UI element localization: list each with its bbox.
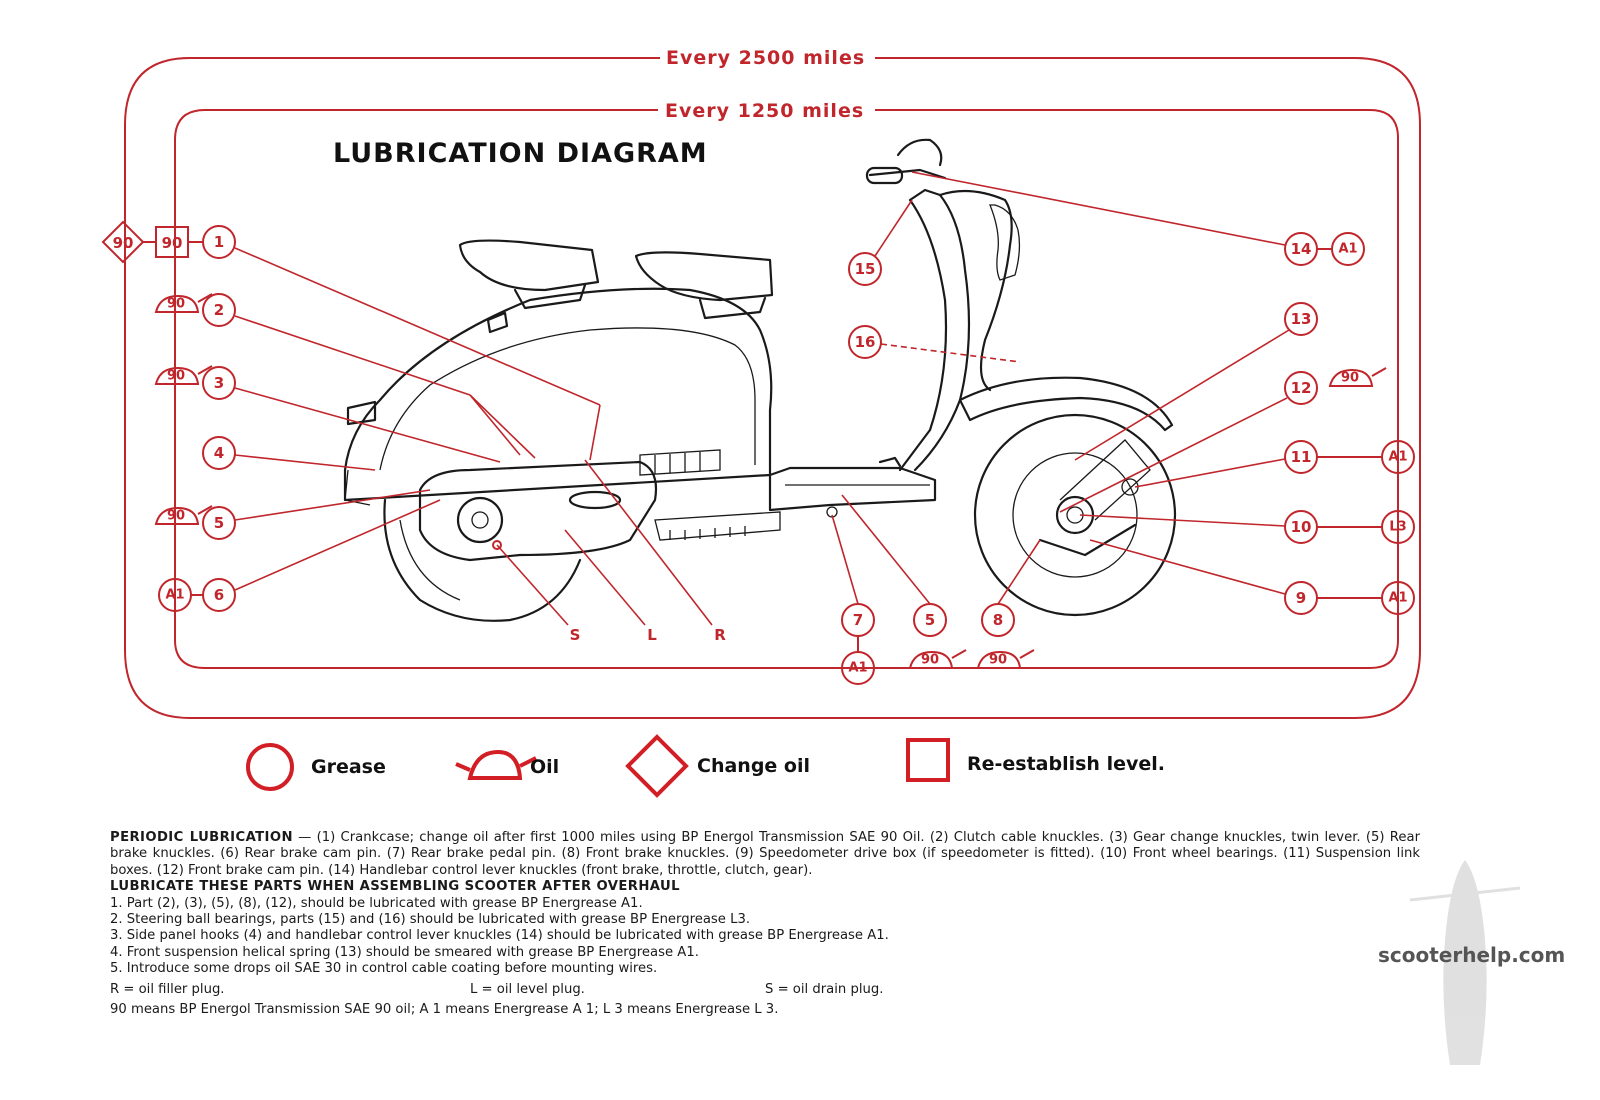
plug-labels: S L R xyxy=(492,459,726,644)
outer-frame xyxy=(124,57,1421,719)
plug-s-label: S xyxy=(570,626,581,644)
svg-text:A1: A1 xyxy=(165,588,184,603)
svg-text:90: 90 xyxy=(162,234,183,252)
svg-text:12: 12 xyxy=(1291,379,1312,397)
svg-text:5: 5 xyxy=(214,514,224,532)
marker-15 xyxy=(848,252,882,286)
svg-text:90: 90 xyxy=(1341,371,1359,386)
scooter-watermark-icon xyxy=(1409,860,1521,1065)
plug-s-note: S = oil drain plug. xyxy=(765,981,884,997)
grease-marker-a1-9 xyxy=(1381,581,1415,615)
svg-text:10: 10 xyxy=(1291,518,1312,536)
svg-text:13: 13 xyxy=(1291,310,1312,328)
grease-marker-a1-11 xyxy=(1381,440,1415,474)
oil-can-icon: 90 xyxy=(154,505,213,525)
legend: Grease Oil Change oil Re-establish level… xyxy=(246,734,1165,798)
bottom-marker-row: 7 5 8 A1 90 90 xyxy=(831,494,1041,685)
oil-can-icon: 90 xyxy=(976,649,1035,669)
inner-frame xyxy=(174,109,1399,669)
assembly-item: 5. Introduce some drops oil SAE 30 in co… xyxy=(110,961,658,977)
grease-marker-a1-bottom xyxy=(841,651,875,685)
assembly-item: 3. Side panel hooks (4) and handlebar co… xyxy=(110,928,889,944)
assembly-heading: LUBRICATE THESE PARTS WHEN ASSEMBLING SC… xyxy=(110,879,680,895)
legend-change-oil: Change oil xyxy=(697,755,810,777)
marker-16 xyxy=(848,325,882,359)
periodic-text: — (1) Crankcase; change oil after first … xyxy=(110,830,1420,878)
change-oil-legend-icon xyxy=(625,734,689,798)
grease-marker-a1-14 xyxy=(1331,232,1365,266)
right-marker-column: 15 16 14 A1 13 90 12 11 A1 10 L3 xyxy=(848,171,1415,615)
left-marker-column: 90 90 1 2 3 4 5 6 90 90 90 xyxy=(101,220,236,612)
svg-text:14: 14 xyxy=(1291,240,1312,258)
meaning-note: 90 means BP Energol Transmission SAE 90 … xyxy=(110,1002,779,1018)
svg-text:A1: A1 xyxy=(848,661,867,676)
plug-l-note: L = oil level plug. xyxy=(470,981,585,997)
watermark-text: scooterhelp.com xyxy=(1378,943,1566,967)
leader-lines-left xyxy=(234,247,601,591)
svg-text:90: 90 xyxy=(989,653,1007,668)
marker-4 xyxy=(202,436,236,470)
svg-text:A1: A1 xyxy=(1338,242,1357,257)
oil-legend-icon xyxy=(455,749,537,780)
svg-text:90: 90 xyxy=(167,297,185,312)
notes-section: PERIODIC LUBRICATION — (1) Crankcase; ch… xyxy=(110,830,1420,1018)
svg-text:5: 5 xyxy=(925,611,935,629)
plug-r-label: R xyxy=(714,626,726,644)
oil-can-icon: 90 xyxy=(1328,367,1387,387)
svg-text:4: 4 xyxy=(214,444,224,462)
assembly-item: 1. Part (2), (3), (5), (8), (12), should… xyxy=(110,895,643,911)
svg-text:90: 90 xyxy=(113,234,134,252)
svg-text:90: 90 xyxy=(167,509,185,524)
marker-5 xyxy=(202,506,236,540)
marker-12 xyxy=(1284,371,1318,405)
svg-text:9: 9 xyxy=(1296,589,1306,607)
svg-text:2: 2 xyxy=(214,301,224,319)
change-oil-diamond xyxy=(101,220,145,264)
page-title: LUBRICATION DIAGRAM xyxy=(333,138,708,169)
svg-text:16: 16 xyxy=(855,333,876,351)
marker-3 xyxy=(202,366,236,400)
outer-interval-label: Every 2500 miles xyxy=(666,47,865,69)
oil-can-icon: 90 xyxy=(154,365,213,385)
assembly-item: 2. Steering ball bearings, parts (15) an… xyxy=(110,912,751,928)
legend-oil: Oil xyxy=(530,756,559,778)
svg-text:6: 6 xyxy=(214,586,224,604)
legend-re-establish: Re-establish level. xyxy=(967,753,1165,775)
plug-r-note: R = oil filler plug. xyxy=(110,981,225,997)
scooter-illustration xyxy=(343,138,1177,622)
marker-13 xyxy=(1284,302,1318,336)
svg-text:A1: A1 xyxy=(1388,450,1407,465)
svg-text:11: 11 xyxy=(1291,448,1312,466)
svg-text:A1: A1 xyxy=(1388,591,1407,606)
svg-text:15: 15 xyxy=(855,260,876,278)
grease-marker-l3 xyxy=(1381,510,1415,544)
svg-text:90: 90 xyxy=(167,369,185,384)
legend-grease: Grease xyxy=(311,756,386,778)
marker-1 xyxy=(202,225,236,259)
svg-text:7: 7 xyxy=(853,611,863,629)
svg-text:L3: L3 xyxy=(1389,520,1406,535)
plug-l-label: L xyxy=(647,626,657,644)
oil-can-icon: 90 xyxy=(154,293,213,313)
inner-interval-label: Every 1250 miles xyxy=(665,100,864,122)
svg-text:90: 90 xyxy=(921,653,939,668)
marker-2 xyxy=(202,293,236,327)
oil-can-icon: 90 xyxy=(908,649,967,669)
assembly-item: 4. Front suspension helical spring (13) … xyxy=(110,944,699,960)
re-establish-legend-icon xyxy=(906,738,950,782)
svg-text:1: 1 xyxy=(214,233,224,251)
svg-text:8: 8 xyxy=(993,611,1003,629)
svg-text:3: 3 xyxy=(214,374,224,392)
grease-legend-icon xyxy=(246,743,294,791)
periodic-heading: PERIODIC LUBRICATION xyxy=(110,830,293,845)
